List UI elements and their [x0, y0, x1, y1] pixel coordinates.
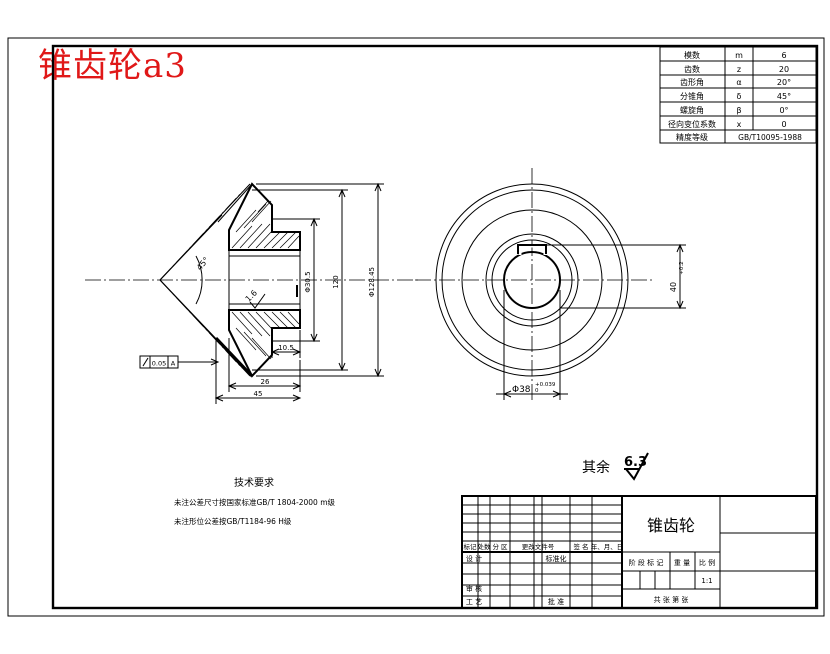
sheet-count: 共 张 第 张 [654, 595, 689, 604]
gear-front-view [435, 183, 629, 377]
dim-outer: Φ128.45 [368, 267, 376, 297]
stage-header-1: 重 量 [674, 559, 690, 567]
vertical-dimensions [252, 182, 384, 378]
approve-label: 批 准 [548, 597, 564, 606]
dim-hub-len: 10.5 [278, 344, 294, 352]
designer-label: 设 计 [466, 554, 482, 563]
rev-header-2: 分 区 [492, 542, 508, 551]
key-dimension [546, 243, 686, 310]
param-name-2: 齿形角 [680, 77, 704, 87]
horizontal-dimensions [214, 330, 302, 404]
tol-value: 0.05 [152, 360, 166, 368]
rev-header-3: 更改文件号 [522, 542, 555, 551]
roughness-check-icon [624, 452, 649, 481]
rev-header-1: 处数 [478, 542, 492, 551]
part-name: 锥齿轮 [647, 516, 695, 535]
param-symbol-1: z [737, 65, 741, 74]
param-value-0: 6 [781, 51, 786, 60]
roughness-face: 1.6 [244, 288, 259, 303]
inner-frame [51, 44, 819, 610]
dim-bore-tol-low: 0 [535, 388, 539, 394]
param-symbol-4: β [736, 106, 741, 115]
param-value-3: 45° [777, 92, 791, 101]
reviewer-label: 审 核 [466, 584, 482, 593]
dim-len-a: 26 [261, 378, 270, 386]
stage-header-2: 比 例 [699, 558, 715, 567]
stage-header-0: 阶 段 标 记 [629, 558, 664, 567]
dim-len-b: 45 [254, 390, 263, 398]
dim-key-height: 40 [669, 282, 678, 292]
param-symbol-2: α [736, 78, 741, 87]
param-value-2: 20° [777, 78, 791, 87]
title-block [461, 495, 817, 609]
tol-ref: A [171, 360, 176, 368]
param-value-5: 0 [781, 120, 786, 129]
dim-bore-bottom: Φ38 [512, 385, 531, 395]
outer-border [7, 37, 825, 617]
dim-bore-tol: +0.039 [535, 382, 556, 388]
dim-bore: Φ30.5 [304, 271, 312, 292]
watermark-title: 锥齿轮a3 [38, 46, 187, 86]
roughness-other-label: 其余 [582, 459, 610, 476]
dim-key-tol: +0.2 [679, 261, 685, 274]
param-name-3: 分锥角 [680, 91, 704, 101]
process-label: 工 艺 [466, 598, 482, 606]
param-name-0: 模数 [684, 50, 700, 60]
rev-header-4: 签 名 [573, 542, 588, 551]
param-symbol-0: m [735, 51, 743, 60]
scale-value: 1:1 [701, 577, 712, 585]
param-symbol-5: x [737, 120, 742, 129]
standardization-label: 标准化 [546, 554, 567, 563]
roughness-symbol-small [249, 293, 266, 309]
rev-header-0: 标记 [464, 542, 478, 551]
tolerance-frame [139, 355, 220, 369]
param-name-5: 径向变位系数 [668, 119, 716, 129]
param-name-4: 螺旋角 [680, 105, 704, 115]
tech-req-line1: 未注公差尺寸按国家标准GB/T 1804-2000 m级 [174, 497, 336, 507]
tech-req-line2: 未注形位公差按GB/T1184-96 H级 [174, 516, 292, 526]
bore-dimension [496, 290, 568, 400]
param-symbol-3: δ [737, 92, 742, 101]
param-value-1: 20 [779, 65, 789, 74]
tech-req-title: 技术要求 [234, 476, 274, 489]
gear-section-view [159, 182, 301, 378]
parameter-table: 模数 m 6 齿数 z 20 齿形角 α 20° 分锥角 δ 45° 螺旋角 β… [659, 46, 817, 144]
param-name-1: 齿数 [684, 64, 700, 74]
precision-value: GB/T10095-1988 [738, 133, 802, 142]
angle-arc [195, 255, 203, 305]
precision-label: 精度等级 [676, 132, 708, 142]
dim-mid: 120 [332, 275, 340, 288]
param-value-4: 0° [779, 106, 788, 115]
rev-header-5: 年、月、日 [591, 542, 624, 551]
